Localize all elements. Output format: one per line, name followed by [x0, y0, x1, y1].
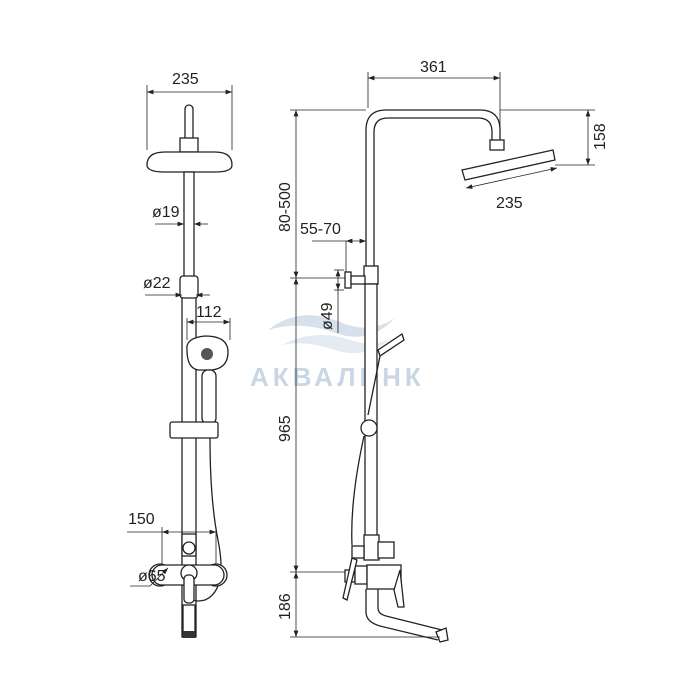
wall-bracket: [344, 271, 352, 289]
dim-side-head-width: 235: [496, 195, 523, 212]
overhead-arm-outer: [365, 109, 501, 268]
slide-holder-side: [360, 419, 378, 437]
dim-wall-offset: 55-70: [300, 221, 341, 238]
hose-side: [351, 435, 365, 546]
dim-mixer-spacing: 150: [128, 511, 155, 528]
dim-pipe-lower: ø22: [143, 275, 171, 292]
dim-adjustable-height: 80-500: [277, 182, 294, 232]
slide-holder: [169, 421, 219, 439]
rain-shower-head: [146, 151, 233, 173]
watermark-text: АКВАЛИНК: [250, 362, 425, 392]
side-dimensions: 361 158 235 80-500 55-70 ø49 965 186: [277, 59, 609, 638]
front-dimensions: 235 ø19 ø22 112 150 ø65: [127, 71, 233, 587]
dim-bracket-diameter: ø49: [319, 302, 336, 330]
diverter-knob: [377, 541, 395, 559]
spout-side: [365, 589, 439, 641]
dim-flange-diameter: ø65: [138, 568, 166, 585]
upper-pipe: [183, 171, 195, 285]
diverter-body: [363, 534, 380, 561]
valve-lever: [342, 557, 358, 601]
watermark-logo: АКВАЛИНК: [250, 315, 425, 392]
side-view: [342, 109, 556, 643]
pipe-joint: [179, 275, 199, 299]
hand-shower-side: [377, 332, 405, 358]
dim-arm-reach: 361: [420, 59, 447, 76]
dim-head-width: 235: [172, 71, 199, 88]
mixer-lever-side: [393, 569, 405, 608]
dim-spout-height: 186: [277, 593, 294, 620]
dim-bar-height: 965: [277, 415, 294, 442]
front-view: [146, 104, 233, 638]
mixer-lever: [183, 574, 195, 604]
head-connector: [179, 137, 199, 153]
head-joint: [489, 139, 505, 151]
bar-joint: [363, 265, 379, 285]
hand-shower-handle: [201, 369, 217, 425]
rain-head-side: [461, 149, 556, 181]
dim-hand-shower-width: 112: [196, 304, 222, 321]
dim-pipe-upper: ø19: [152, 204, 180, 221]
dim-head-drop: 158: [592, 123, 609, 150]
